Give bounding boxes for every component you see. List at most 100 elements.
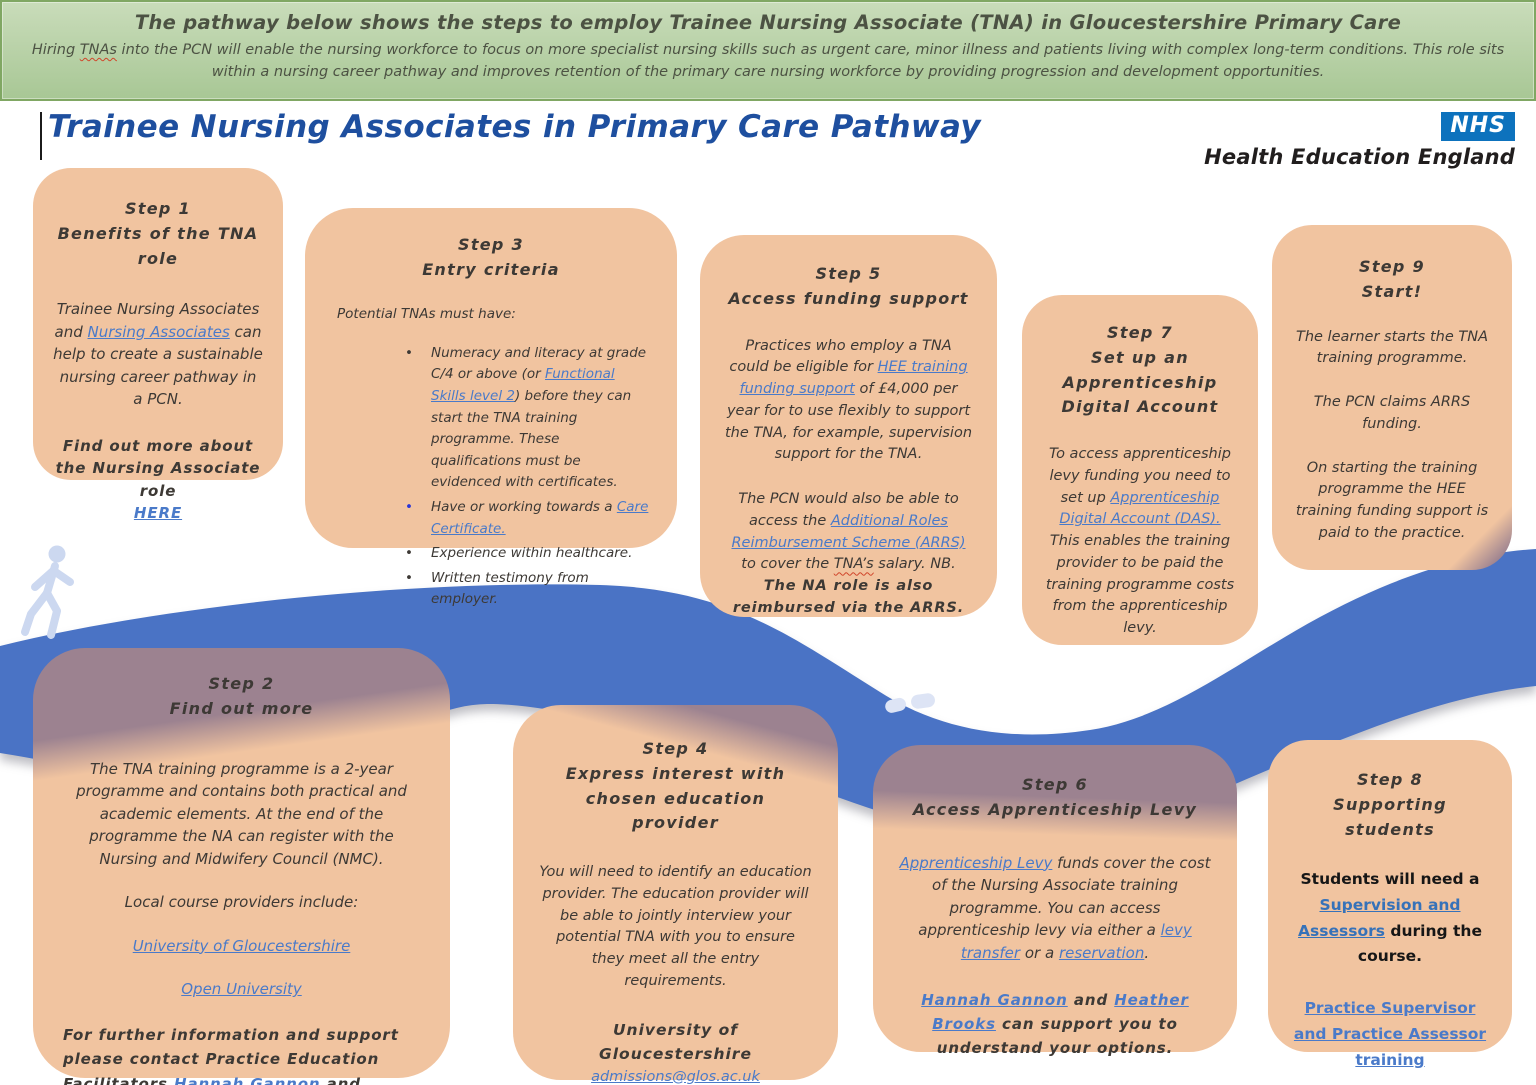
step-number: Step 1 <box>125 199 191 218</box>
text-cursor <box>40 112 42 160</box>
step-9-heading: Step 9 Start! <box>1294 255 1490 305</box>
body-text: or a <box>1020 943 1059 962</box>
body-text: can help to create a sustainable nursing… <box>53 322 263 409</box>
body-text: Written testimony from employer. <box>431 569 589 608</box>
step-title: Access Apprenticeship Levy <box>912 799 1198 819</box>
entry-criteria-list: Numeracy and literacy at grade C/4 or ab… <box>323 343 659 611</box>
step-1-heading: Step 1 Benefits of the TNA role <box>53 197 263 271</box>
step-8-heading: Step 8 Supporting students <box>1288 768 1492 842</box>
header-banner: The pathway below shows the steps to emp… <box>0 0 1536 101</box>
body-text: Have or working towards a <box>431 499 617 515</box>
body-text: and <box>1067 991 1115 1010</box>
step-3-card: Step 3 Entry criteria Potential TNAs must… <box>305 208 677 607</box>
body-text: For further information and support plea… <box>63 1025 399 1085</box>
step-number: Step 6 <box>1022 775 1088 794</box>
nhs-logo: NHS <box>1441 112 1515 142</box>
nhs-logo-text: NHS <box>1450 113 1506 138</box>
step-9-body-3: On starting the training programme the H… <box>1295 459 1489 541</box>
list-item: Numeracy and literacy at grade C/4 or ab… <box>395 343 649 494</box>
banner-sub-misspell: TNAs <box>79 42 117 58</box>
arrs-link[interactable]: Additional Roles Reimbursement Scheme (A… <box>731 512 966 551</box>
step-6-card: Step 6 Access Apprenticeship Levy Apprent… <box>873 745 1237 1057</box>
body-text: Trainee Nursing Associates and <box>54 300 260 341</box>
heather-brooks-link[interactable]: Heather Brooks <box>932 991 1189 1034</box>
glos-admissions-email-link[interactable]: admissions@glos.ac.uk <box>591 1068 760 1085</box>
step-number: Step 3 <box>458 235 524 254</box>
step-2-providers-intro: Local course providers include: <box>124 893 359 912</box>
education-provider-contacts: University of Gloucestershire admissions… <box>539 1018 812 1085</box>
provider-name: University of Gloucestershire <box>599 1020 752 1063</box>
step-5-card: Step 5 Access funding support Practices w… <box>700 235 997 617</box>
page-title: Trainee Nursing Associates in Primary Ca… <box>48 109 981 145</box>
step-5-body: Practices who employ a TNA could be elig… <box>724 336 973 467</box>
step-title: Supporting students <box>1333 794 1447 839</box>
university-of-gloucestershire-link[interactable]: University of Gloucestershire <box>132 936 351 955</box>
step-4-card: Step 4 Express interest with chosen educa… <box>513 705 838 1085</box>
care-certificate-link[interactable]: Care Certificate. <box>431 499 649 537</box>
here-link[interactable]: HERE <box>133 504 183 523</box>
step-6-body: Apprenticeship Levy funds cover the cost… <box>899 852 1211 965</box>
list-item: Have or working towards a Care Certifica… <box>395 497 649 540</box>
body-text: To access apprenticeship levy funding yo… <box>1049 446 1231 506</box>
footprints-icon <box>885 693 935 713</box>
list-item: Experience within healthcare. <box>395 543 649 565</box>
body-text: The PCN would also be able to access the <box>738 491 959 529</box>
step-8-card: Step 8 Supporting students Students will … <box>1268 740 1512 1069</box>
supervision-assessors-link[interactable]: Supervision and Assessors <box>1298 895 1461 940</box>
step-title: Benefits of the TNA role <box>57 223 259 268</box>
step-number: Step 8 <box>1357 770 1423 789</box>
step-title: Entry criteria <box>422 259 560 279</box>
step-5-body-2: The PCN would also be able to access the… <box>724 489 973 620</box>
step-1-card: Step 1 Benefits of the TNA role Trainee N… <box>33 168 283 522</box>
step-9-body: The learner starts the TNA training prog… <box>1295 328 1489 367</box>
levy-transfer-link[interactable]: levy transfer <box>960 921 1192 962</box>
functional-skills-link[interactable]: Functional Skills level 2 <box>431 366 615 405</box>
list-item: Written testimony from employer. <box>395 568 649 611</box>
reservation-link[interactable]: reservation <box>1058 943 1145 962</box>
step-2-contact: For further information and support plea… <box>63 1023 420 1085</box>
provider-link-row: Open University <box>63 978 420 1001</box>
body-text: during the course. <box>1357 921 1482 966</box>
das-account-link[interactable]: Apprenticeship Digital Account (DAS). <box>1059 489 1221 528</box>
hannah-gannon-link[interactable]: Hannah Gannon <box>173 1075 321 1085</box>
step-number: Step 5 <box>815 264 882 283</box>
step-title: Express interest with chosen education p… <box>565 763 786 833</box>
step-2-body: The TNA training programme is a 2-year p… <box>76 759 407 868</box>
nursing-associates-link[interactable]: Nursing Associates <box>87 322 230 341</box>
walking-person-icon <box>21 545 74 639</box>
body-text: ) before they can start the TNA training… <box>431 388 632 491</box>
step-6-heading: Step 6 Access Apprenticeship Levy <box>899 773 1211 823</box>
banner-subtitle: Hiring TNAs into the PCN will enable the… <box>22 39 1514 84</box>
banner-title: The pathway below shows the steps to emp… <box>134 11 1402 34</box>
hannah-gannon-link[interactable]: Hannah Gannon <box>921 991 1068 1010</box>
step-1-find-out-more: Find out more about the Nursing Associat… <box>53 435 263 525</box>
step-4-heading: Step 4 Express interest with chosen educa… <box>539 737 812 836</box>
body-text: and <box>320 1075 361 1085</box>
step-title: Access funding support <box>728 288 969 308</box>
step-number: Step 7 <box>1107 323 1173 342</box>
apprenticeship-levy-link[interactable]: Apprenticeship Levy <box>899 853 1053 872</box>
hee-funding-link[interactable]: HEE training funding support <box>739 359 968 398</box>
body-text: . <box>1144 943 1150 962</box>
step-9-body-2: The PCN claims ARRS funding. <box>1313 394 1471 432</box>
step-title: Start! <box>1361 281 1423 301</box>
step-3-intro: Potential TNAs must have: <box>337 305 516 322</box>
body-text: Numeracy and literacy at grade C/4 or ab… <box>431 344 647 383</box>
step-number: Step 9 <box>1359 257 1425 276</box>
body-text: Students will need a <box>1300 870 1480 889</box>
practice-supervisor-training-link[interactable]: Practice Supervisor and Practice Assesso… <box>1293 998 1487 1070</box>
step-3-heading: Step 3 Entry criteria <box>323 233 659 283</box>
body-text: Practices who employ a TNA could be elig… <box>729 337 952 376</box>
provider-link-row: University of Gloucestershire <box>63 935 420 958</box>
nhs-branding: NHS Health Education England <box>1204 112 1515 169</box>
body-text: to cover the <box>741 556 834 573</box>
step-1-body: Trainee Nursing Associates and Nursing A… <box>53 298 263 411</box>
body-text: can support you to understand your optio… <box>936 1015 1178 1058</box>
body-text: The NA role is also reimbursed via the A… <box>732 578 965 616</box>
step-number: Step 4 <box>642 739 709 758</box>
open-university-link[interactable]: Open University <box>181 980 302 999</box>
